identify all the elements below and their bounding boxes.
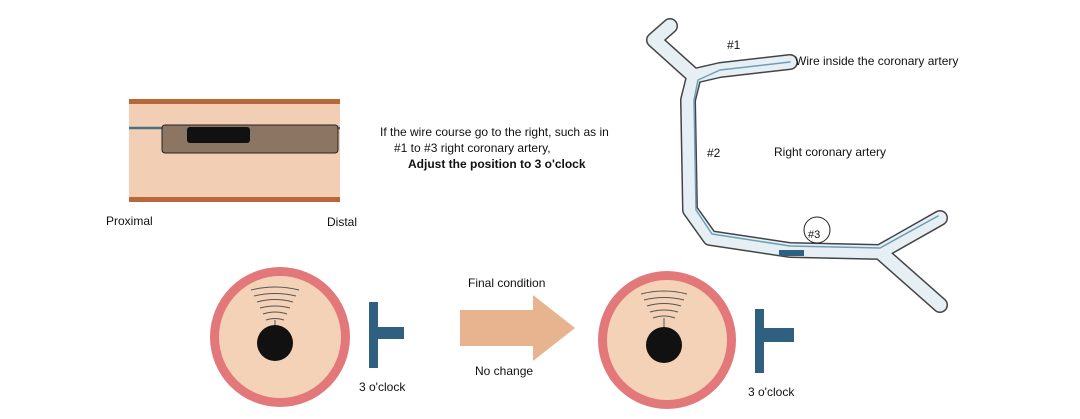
- clock-marker-icon: [755, 309, 794, 373]
- clock-marker-icon: [369, 302, 404, 368]
- transition-arrow: [460, 295, 575, 361]
- segment-1-label: #1: [727, 38, 741, 52]
- wire-in-artery: [693, 61, 939, 249]
- final-condition-label: Final condition: [468, 276, 546, 290]
- coronary-artery-schematic: [646, 18, 948, 313]
- transducer-dot: [646, 327, 682, 363]
- vessel-wall-top: [129, 99, 340, 104]
- instruction-line-3: Adjust the position to 3 o'clock: [408, 157, 586, 171]
- transducer-dot: [257, 325, 293, 361]
- proximal-label: Proximal: [106, 214, 153, 228]
- segment-3-circle: [803, 216, 831, 244]
- segment-3-label: #3: [808, 229, 821, 241]
- left-clock-label: 3 o'clock: [359, 380, 406, 394]
- right-cross-section: [598, 271, 794, 409]
- vessel-wall-bottom: [129, 197, 340, 202]
- wire-label: Wire inside the coronary artery: [795, 54, 959, 68]
- ultrasound-beam-icon: [250, 286, 300, 327]
- no-change-label: No change: [475, 364, 534, 378]
- vessel-longitudinal-view: [129, 99, 340, 202]
- instruction-line-1: If the wire course go to the right, such…: [380, 125, 609, 139]
- ultrasound-beam-icon: [640, 290, 688, 327]
- instruction-line-2: #1 to #3 right coronary artery,: [394, 141, 551, 155]
- ivus-transducer: [187, 127, 250, 143]
- segment-2-label: #2: [707, 146, 721, 160]
- left-cross-section: [210, 267, 404, 407]
- catheter-marker: [779, 250, 804, 256]
- distal-label: Distal: [327, 215, 358, 229]
- artery-label: Right coronary artery: [774, 145, 887, 159]
- right-clock-label: 3 o'clock: [748, 385, 795, 399]
